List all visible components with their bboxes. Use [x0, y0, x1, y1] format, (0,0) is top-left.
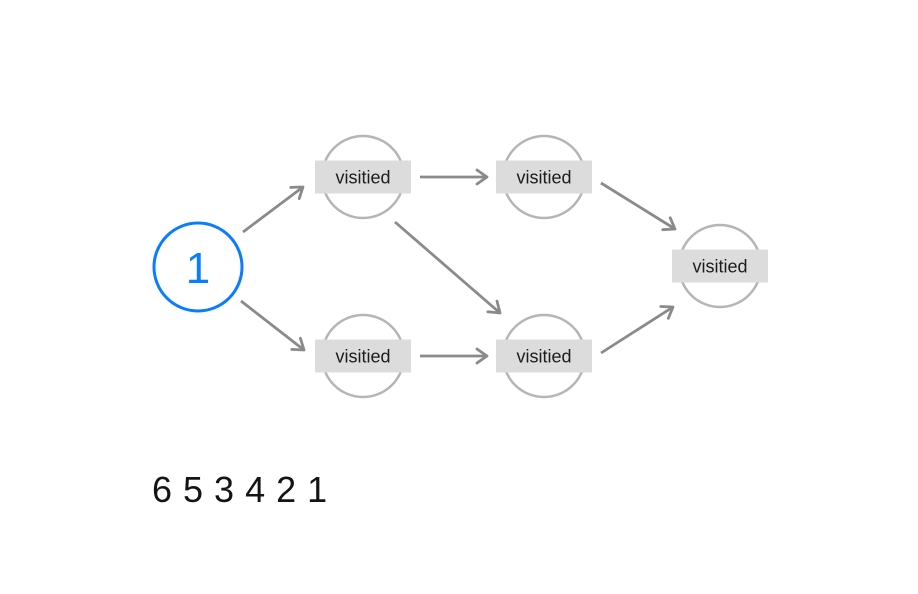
- node-label-top-left: visitied: [335, 167, 390, 187]
- graph-node-bottom-middle: visitied: [496, 313, 592, 399]
- graph-edge-start-to-bottom-left: [240, 299, 306, 352]
- node-circle-start: [152, 221, 244, 313]
- node-label-box-right: [672, 249, 768, 283]
- graph-node-top-right: visitied: [496, 134, 592, 220]
- graph-node-start: 1: [152, 221, 244, 313]
- graph-edge-top-left-to-bottom-middle: [394, 220, 502, 315]
- sequence-text: 6 5 3 4 2 1: [152, 469, 328, 510]
- graph-edge-top-right-to-right: [600, 181, 677, 232]
- node-label-right: visitied: [692, 256, 747, 276]
- node-value-start: 1: [186, 244, 210, 293]
- graph-edge-start-to-top-left: [242, 185, 305, 234]
- node-label-box-bottom-middle: [496, 339, 592, 373]
- node-label-box-top-left: [315, 160, 411, 194]
- node-label-bottom-left: visitied: [335, 346, 390, 366]
- nodes-layer: 1 visitied visitied visitied visitied visitie…: [152, 134, 768, 399]
- graph-node-top-left: visitied: [315, 134, 411, 220]
- node-label-top-right: visitied: [516, 167, 571, 187]
- node-label-box-bottom-left: [315, 339, 411, 373]
- graph-edge-bottom-middle-to-right: [600, 305, 675, 355]
- node-label-bottom-middle: visitied: [516, 346, 571, 366]
- edges-layer: [240, 168, 677, 365]
- graph-node-right: visitied: [672, 223, 768, 309]
- node-label-box-top-right: [496, 160, 592, 194]
- graph-node-bottom-left: visitied: [315, 313, 411, 399]
